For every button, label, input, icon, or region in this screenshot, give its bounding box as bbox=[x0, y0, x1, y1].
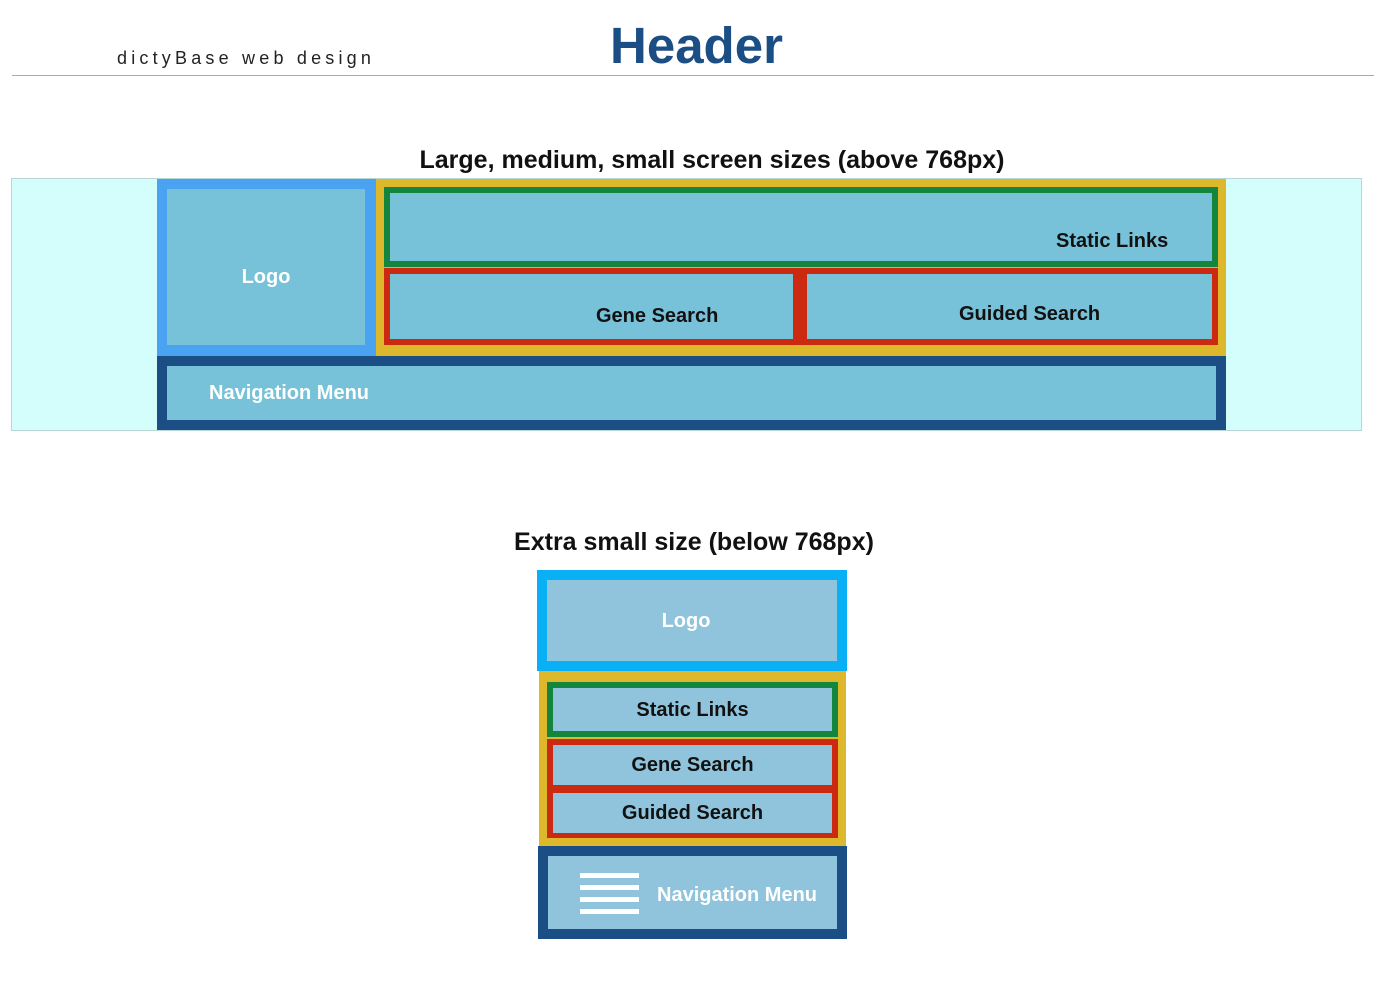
xs-logo-label: Logo bbox=[661, 610, 711, 632]
large-navigation-label: Navigation Menu bbox=[209, 382, 370, 404]
hamburger-menu-icon[interactable] bbox=[580, 873, 639, 917]
xs-static-links-block: Static Links bbox=[547, 682, 838, 737]
document-subtitle: dictyBase web design bbox=[117, 48, 376, 68]
xs-static-links-label: Static Links bbox=[636, 699, 749, 721]
header-divider bbox=[12, 75, 1374, 76]
page-title: Header bbox=[610, 17, 783, 74]
large-search-row: Gene Search Guided Search bbox=[384, 268, 1218, 345]
xs-gene-search-area: Gene Search bbox=[553, 745, 832, 785]
large-static-links-label: Static Links bbox=[1056, 230, 1169, 252]
large-static-links-area: Static Links bbox=[390, 193, 1212, 261]
xs-logo-area: Logo bbox=[547, 580, 837, 661]
large-layout-heading: Large, medium, small screen sizes (above… bbox=[419, 146, 1005, 174]
xs-layout-heading: Extra small size (below 768px) bbox=[514, 528, 874, 556]
xs-guided-search-area: Guided Search bbox=[553, 793, 832, 833]
large-logo-block: Logo bbox=[157, 179, 376, 356]
xs-logo-block: Logo bbox=[537, 570, 847, 671]
large-navigation-block: Navigation Menu bbox=[157, 356, 1226, 430]
xs-static-links-area: Static Links bbox=[553, 688, 832, 731]
large-guided-search-label: Guided Search bbox=[959, 303, 1101, 325]
large-logo-label: Logo bbox=[241, 266, 291, 288]
large-logo-area: Logo bbox=[167, 189, 365, 345]
xs-navigation-label: Navigation Menu bbox=[657, 884, 818, 906]
xs-search-block: Gene Search Guided Search bbox=[547, 739, 838, 838]
large-guided-search-area: Guided Search bbox=[807, 274, 1212, 339]
xs-guided-search-label: Guided Search bbox=[621, 802, 764, 824]
xs-navigation-area: Navigation Menu bbox=[548, 856, 837, 929]
xs-navigation-block: Navigation Menu bbox=[538, 846, 847, 939]
large-navigation-area: Navigation Menu bbox=[167, 366, 1216, 420]
xs-gene-search-label: Gene Search bbox=[631, 754, 754, 776]
large-links-search-group: Static Links Gene Search Guided Search bbox=[376, 179, 1226, 356]
large-gene-search-area: Gene Search bbox=[390, 274, 793, 339]
large-static-links-block: Static Links bbox=[384, 187, 1218, 267]
large-gene-search-label: Gene Search bbox=[596, 305, 719, 327]
xs-links-search-group: Static Links Gene Search Guided Search bbox=[539, 671, 846, 846]
